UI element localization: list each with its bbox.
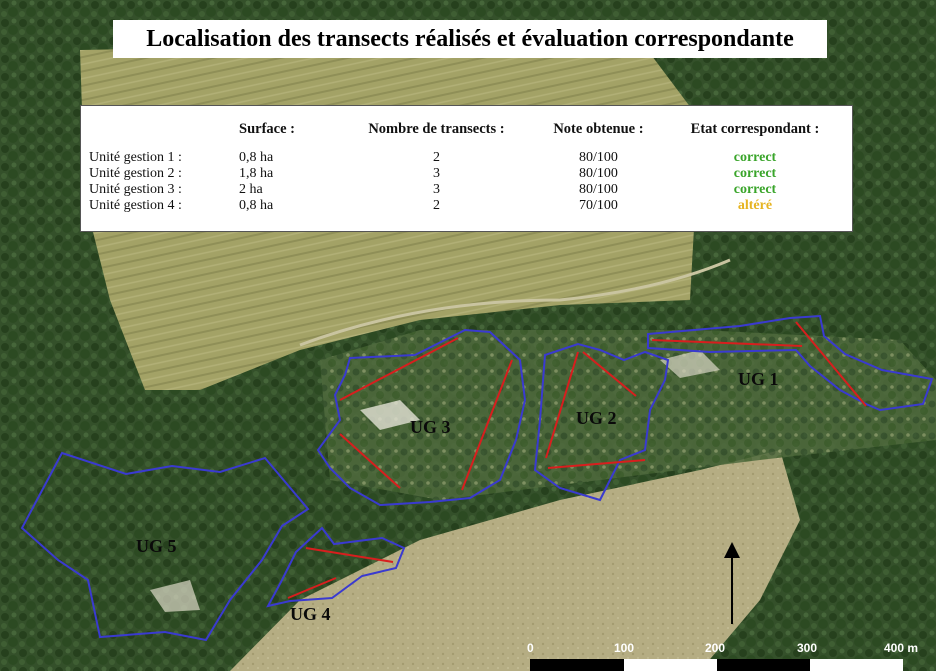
transects-value: 3 (432, 166, 440, 181)
north-arrow-icon (724, 542, 740, 624)
column-header: Surface : (239, 120, 295, 137)
surface-value: 0,8 ha (239, 198, 274, 213)
ug3-label: UG 3 (410, 417, 451, 437)
scale-label-100: 100 (614, 641, 634, 655)
ug5-label: UG 5 (136, 536, 177, 556)
ug4-label: UG 4 (290, 604, 331, 624)
column-header: Nombre de transects : (368, 120, 505, 137)
ug4-boundary (266, 526, 406, 608)
ug1-boundary (647, 314, 934, 412)
note-value: 80/100 (578, 166, 618, 181)
table-row: Unité gestion 3 : 2 ha 3 80/100 correct (89, 182, 847, 198)
ug2-boundary (533, 342, 670, 502)
ug4-transect-1 (305, 547, 394, 563)
note-value: 80/100 (578, 150, 618, 165)
evaluation-table: Surface : Nombre de transects : Note obt… (89, 120, 847, 214)
scale-label-300: 300 (797, 641, 817, 655)
column-header: Etat correspondant : (690, 120, 820, 137)
column-header: Note obtenue : (553, 120, 644, 137)
chalk-patch (660, 350, 720, 378)
title-box: Localisation des transects réalisés et é… (113, 20, 827, 58)
transects-value: 2 (432, 198, 440, 213)
state-value: correct (733, 182, 777, 197)
unit-label: Unité gestion 4 : (89, 198, 182, 213)
evaluation-table-box: Surface : Nombre de transects : Note obt… (80, 105, 853, 232)
scale-label-0: 0 (527, 641, 534, 655)
column-header (89, 120, 211, 150)
ug3-transect-2 (461, 359, 513, 491)
transects-value: 2 (432, 150, 440, 165)
unit-label: Unité gestion 3 : (89, 182, 182, 197)
surface-value: 0,8 ha (239, 150, 274, 165)
ug3-boundary (316, 328, 527, 507)
map-title: Localisation des transects réalisés et é… (146, 25, 794, 52)
scale-label-200: 200 (705, 641, 725, 655)
ug3-transect-1 (339, 337, 459, 401)
unit-label: Unité gestion 2 : (89, 166, 182, 181)
ug4-transect-2 (287, 577, 337, 599)
note-value: 70/100 (578, 198, 618, 213)
ug2-transect-1 (545, 351, 579, 459)
chalk-patch (360, 400, 420, 430)
ug1-label: UG 1 (738, 369, 779, 389)
ug2-transect-2 (582, 351, 637, 397)
note-value: 80/100 (578, 182, 618, 197)
ug2-label: UG 2 (576, 408, 617, 428)
ug2-transect-3 (547, 459, 646, 469)
track (299, 258, 731, 347)
ug5-boundary (20, 451, 310, 642)
ug3-transect-3 (339, 433, 401, 489)
state-value: altéré (737, 198, 773, 213)
surface-value: 2 ha (239, 182, 263, 197)
table-header-row: Surface : Nombre de transects : Note obt… (89, 120, 847, 150)
state-value: correct (733, 150, 777, 165)
field-area (230, 450, 800, 671)
surface-value: 1,8 ha (239, 166, 274, 181)
table-row: Unité gestion 4 : 0,8 ha 2 70/100 altéré (89, 198, 847, 214)
table-row: Unité gestion 1 : 0,8 ha 2 80/100 correc… (89, 150, 847, 166)
table-row: Unité gestion 2 : 1,8 ha 3 80/100 correc… (89, 166, 847, 182)
state-value: correct (733, 166, 777, 181)
ug1-transect-1 (651, 339, 803, 347)
scale-bar: 0 100 200 300 400 m (527, 641, 918, 671)
scale-label-400: 400 m (884, 641, 918, 655)
chalk-patch (150, 580, 200, 612)
transects-value: 3 (432, 182, 440, 197)
ug1-transect-2 (795, 321, 867, 407)
unit-label: Unité gestion 1 : (89, 150, 182, 165)
